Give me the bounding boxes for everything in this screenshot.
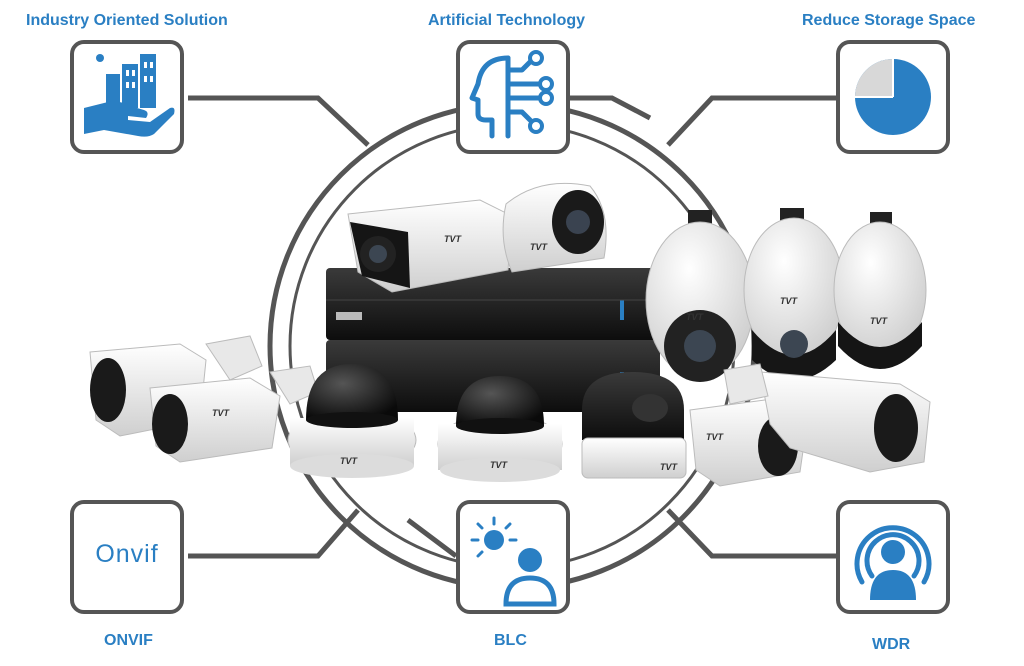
feature-box-industry [70, 40, 184, 154]
brand-mark-bullet: TVT [444, 234, 461, 244]
backlight-person-icon [470, 516, 557, 607]
dome-camera-front-2 [437, 376, 563, 482]
bullet-camera-top [347, 199, 513, 293]
dome-camera-front-1 [287, 364, 417, 478]
turret-camera-top [502, 182, 607, 273]
brand-mark-ptz-3: TVT [870, 316, 887, 326]
connector-industry [188, 95, 370, 147]
feature-box-onvif: Onvif [70, 500, 184, 614]
pie-chart-icon [855, 59, 931, 135]
label-artificial-technology: Artificial Technology [428, 12, 586, 29]
label-reduce-storage-space: Reduce Storage Space [802, 12, 976, 29]
connector-wdr [666, 508, 836, 559]
bullet-camera-right-2 [723, 363, 931, 473]
brand-mark-mini-ptz: TVT [660, 462, 677, 472]
feature-box-wdr [836, 500, 950, 614]
connector-ai [570, 95, 652, 121]
feature-box-storage [836, 40, 950, 154]
building-hand-icon [84, 54, 175, 137]
label-onvif: ONVIF [104, 632, 153, 649]
label-blc: BLC [494, 632, 527, 649]
brand-mark-bullet-right: TVT [706, 432, 723, 442]
mini-ptz-camera-front [581, 372, 687, 479]
brand-mark-dome-1: TVT [340, 456, 357, 466]
label-industry-oriented-solution: Industry Oriented Solution [26, 12, 228, 29]
feature-box-ai [456, 40, 570, 154]
ptz-camera-2 [743, 208, 845, 380]
brand-mark-bullet-left: TVT [212, 408, 229, 418]
ai-head-circuit-icon [469, 50, 554, 139]
label-wdr: WDR [872, 636, 911, 653]
connector-storage [666, 95, 836, 147]
person-signal-icon [854, 525, 932, 600]
brand-mark-ptz-1: TVT [686, 312, 703, 322]
brand-mark-dome-2: TVT [490, 460, 507, 470]
brand-mark-ptz-2: TVT [780, 296, 797, 306]
bullet-camera-left-2 [149, 365, 319, 463]
feature-box-blc [456, 500, 570, 614]
connector-onvif [188, 508, 360, 559]
ptz-camera-3 [833, 212, 927, 369]
brand-mark-turret: TVT [530, 242, 547, 252]
connector-blc [406, 518, 458, 558]
onvif-logo-icon: Onvif [95, 540, 159, 568]
ptz-camera-1 [645, 210, 755, 382]
